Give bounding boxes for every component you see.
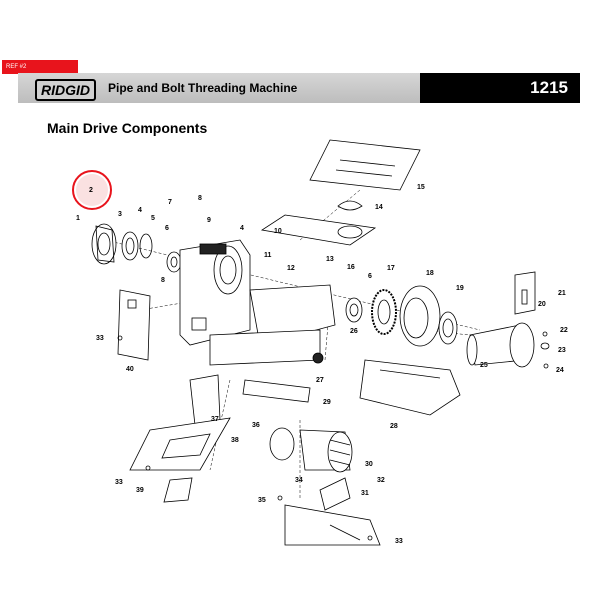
callout: 25 [480, 362, 488, 369]
callout: 28 [390, 423, 398, 430]
part-29-plate [242, 379, 311, 403]
callout: 37 [211, 416, 219, 423]
callout: 22 [560, 327, 568, 334]
callout: 17 [387, 265, 395, 272]
model-number: 1215 [530, 78, 568, 97]
part-22-screw [542, 331, 548, 337]
part-18-carrier [399, 285, 441, 347]
part-20-pin [521, 289, 528, 305]
part-25-spindle [466, 322, 535, 368]
callout: 21 [558, 290, 566, 297]
callout: 8 [198, 195, 202, 202]
callout: 1 [76, 215, 80, 222]
callout: 10 [274, 228, 282, 235]
callout: 12 [287, 265, 295, 272]
callout: 40 [126, 366, 134, 373]
callout: 13 [326, 256, 334, 263]
part-5-snap-ring [139, 233, 153, 259]
callout: 24 [556, 367, 564, 374]
callout: 39 [136, 487, 144, 494]
callout: 32 [377, 477, 385, 484]
model-panel: 1215 [420, 73, 580, 103]
callout: 33 [395, 538, 403, 545]
part-30-motor [269, 427, 353, 473]
callout: 33 [96, 335, 104, 342]
callout: 8 [161, 277, 165, 284]
callout: 6 [165, 225, 169, 232]
ref-tag: REF #2 [2, 60, 78, 74]
callout: 30 [365, 461, 373, 468]
main-housing [179, 239, 336, 366]
part-19-ring [438, 311, 458, 345]
product-title: Pipe and Bolt Threading Machine [108, 81, 298, 95]
callout: 31 [361, 490, 369, 497]
callout: 38 [231, 437, 239, 444]
callout: 6 [368, 273, 372, 280]
callout: 4 [138, 207, 142, 214]
callout: 3 [118, 211, 122, 218]
callout: 9 [207, 217, 211, 224]
callout: 23 [558, 347, 566, 354]
callout: 35 [258, 497, 266, 504]
part-1-chuck-housing [91, 223, 117, 265]
part-39-plate [163, 477, 193, 503]
part-17-gear [371, 289, 397, 335]
callout: 34 [295, 477, 303, 484]
part-26-bearing [345, 297, 363, 323]
part-15-tray-cover [309, 139, 421, 191]
callout: 4 [240, 225, 244, 232]
callout: 16 [347, 264, 355, 271]
part-14-clip [337, 200, 363, 211]
callout: 33 [115, 479, 123, 486]
part-38-base [129, 417, 231, 471]
callout: 15 [417, 184, 425, 191]
highlight-circle [72, 170, 112, 210]
part-40-cover [117, 289, 151, 361]
part-23-washer [540, 342, 550, 350]
callout: 7 [168, 199, 172, 206]
callout: 2 [89, 187, 93, 194]
callout: 18 [426, 270, 434, 277]
callout: 36 [252, 422, 260, 429]
callout: 20 [538, 301, 546, 308]
brand-logo: RIDGID [35, 79, 96, 101]
part-28-chip-pan [359, 359, 461, 416]
header-bar: RIDGID Pipe and Bolt Threading Machine 1… [18, 73, 580, 103]
part-32-base-panel [284, 504, 381, 546]
callout: 5 [151, 215, 155, 222]
part-6-bearing [166, 251, 182, 273]
callout: 14 [375, 204, 383, 211]
section-title: Main Drive Components [47, 120, 208, 136]
part-21-bracket [514, 271, 536, 315]
callout: 11 [264, 252, 272, 259]
part-31-switch [319, 477, 351, 511]
part-3-ring [121, 231, 139, 261]
part-24-screw [543, 363, 549, 369]
part-27-knob [312, 352, 324, 364]
callout: 19 [456, 285, 464, 292]
callout: 27 [316, 377, 324, 384]
callout: 29 [323, 399, 331, 406]
callout: 26 [350, 328, 358, 335]
